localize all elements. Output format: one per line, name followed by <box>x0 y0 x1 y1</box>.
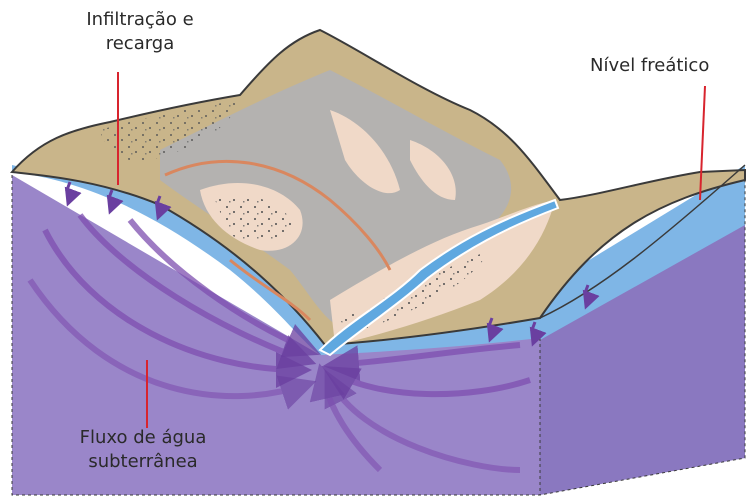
label-groundwater-flow: Fluxo de água subterrânea <box>38 426 248 474</box>
label-flow-line-1: Fluxo de água <box>38 426 248 450</box>
label-flow-line-2: subterrânea <box>38 450 248 474</box>
label-infiltration-line-1: Infiltração e <box>40 8 240 32</box>
infiltration-arrow-1 <box>67 182 72 201</box>
label-infiltration-line-2: recarga <box>40 32 240 56</box>
label-infiltration: Infiltração e recarga <box>40 8 240 56</box>
label-water-table: Nível freático <box>590 54 747 78</box>
